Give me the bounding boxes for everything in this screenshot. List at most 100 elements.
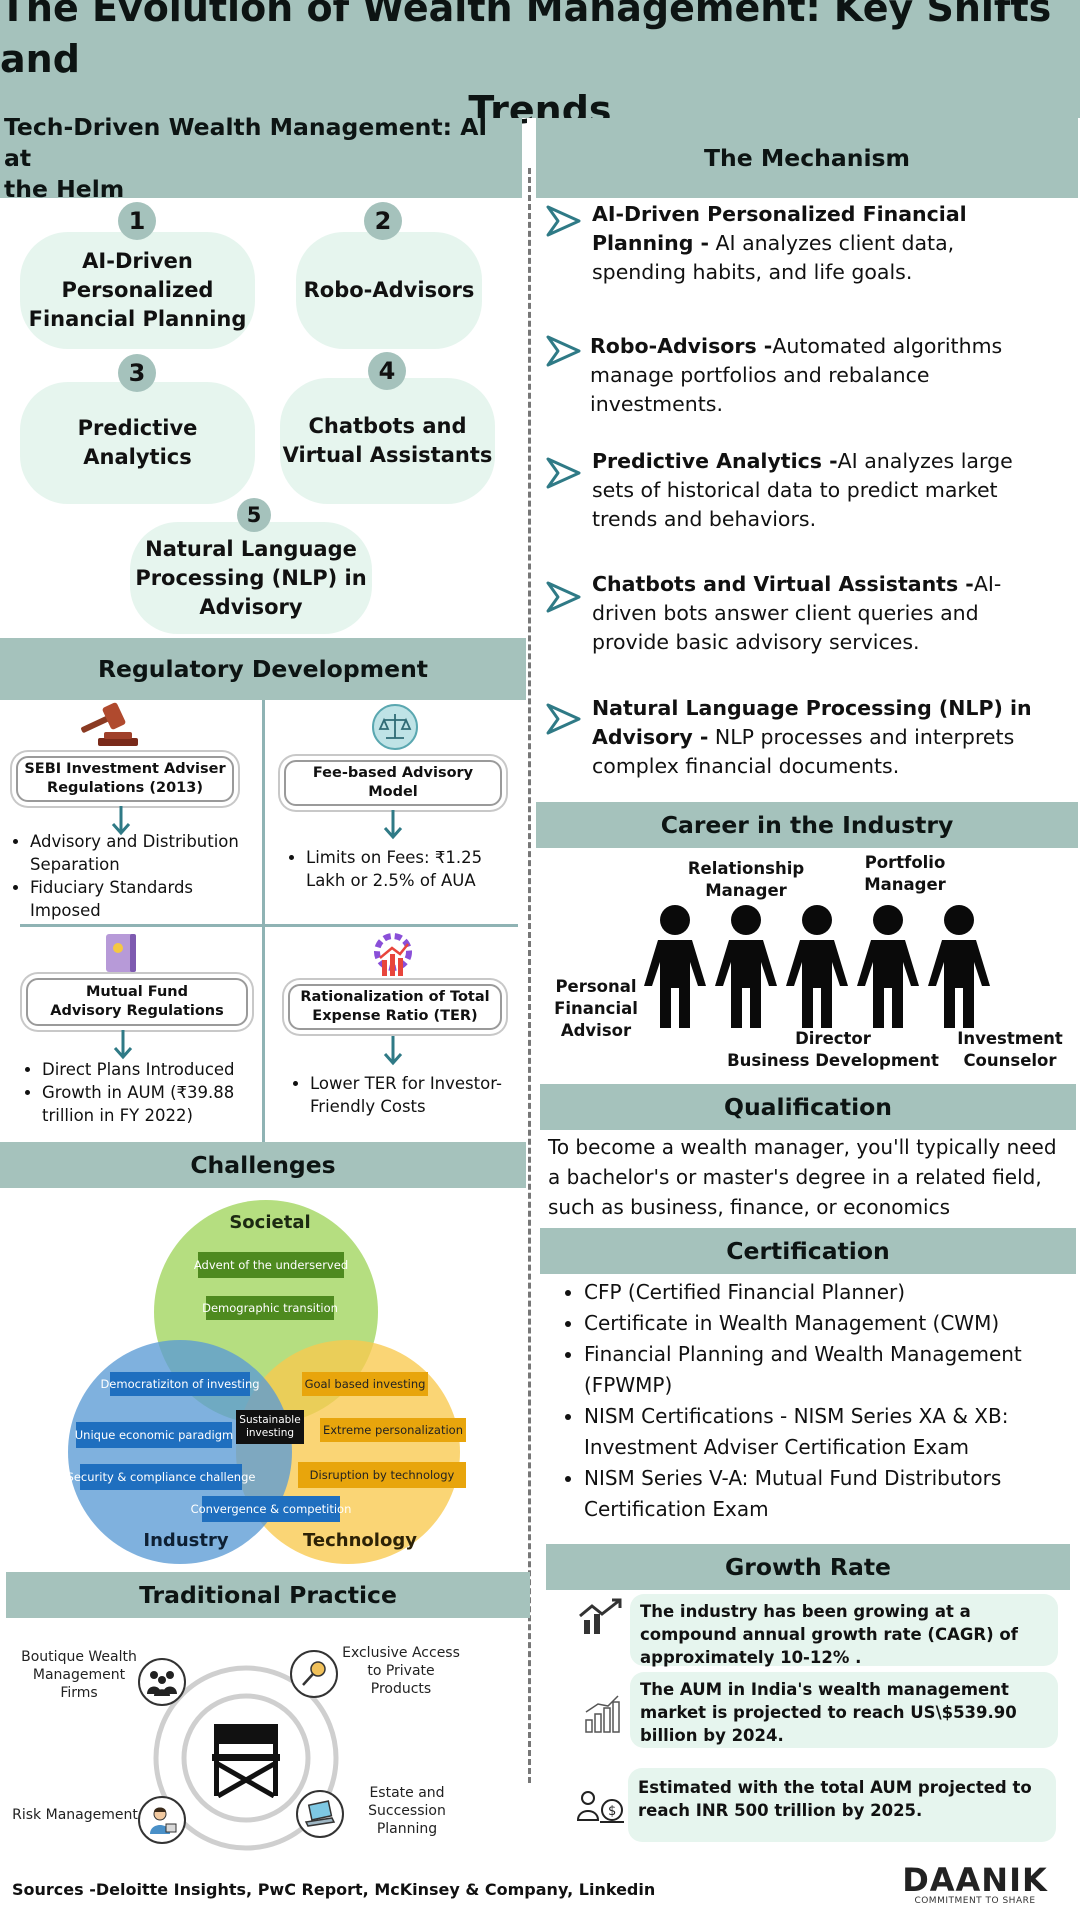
- mechanism-item-2: Robo-Advisors -Automated algorithms mana…: [590, 332, 1050, 419]
- pushpin-icon: [290, 1650, 338, 1698]
- career-label-line: Director: [795, 1029, 871, 1048]
- tech-pill-2: Robo-Advisors: [296, 232, 482, 349]
- group-icon: [138, 1658, 186, 1706]
- tech-pill-3: Predictive Analytics: [20, 382, 255, 504]
- tech-section-header: Tech-Driven Wealth Management: AI at the…: [0, 113, 522, 203]
- venn-center-line: investing: [245, 1427, 295, 1439]
- traditional-label-line: Firms: [60, 1685, 98, 1701]
- center-divider-top: [527, 118, 535, 158]
- traditional-label-line: Boutique Wealth: [21, 1649, 137, 1665]
- career-label-line: Investment: [957, 1029, 1063, 1048]
- traditional-label-line: Management: [32, 1667, 126, 1683]
- challenges-header: Challenges: [0, 1142, 526, 1188]
- certification-item: CFP (Certified Financial Planner): [584, 1277, 1072, 1308]
- certification-item: Certificate in Wealth Management (CWM): [584, 1308, 1072, 1339]
- regulatory-box-line: Model: [368, 784, 418, 800]
- regulatory-box-ter: Rationalization of Total Expense Ratio (…: [288, 984, 502, 1030]
- people-icons: [644, 905, 990, 1028]
- regulatory-bullets-mutual: Direct Plans Introduced Growth in AUM (₹…: [22, 1058, 256, 1127]
- footer-sources: Sources -Deloitte Insights, PwC Report, …: [12, 1880, 656, 1899]
- venn-center-line: Sustainable: [239, 1414, 301, 1426]
- svg-text:$: $: [608, 1804, 616, 1819]
- regulatory-vertical-divider: [262, 700, 265, 1142]
- qualification-header: Qualification: [540, 1084, 1076, 1130]
- chevron-right-icon: [546, 703, 581, 735]
- career-label-director: Director Business Development: [718, 1028, 948, 1072]
- certification-header: Certification: [540, 1228, 1076, 1274]
- regulatory-box-fee: Fee-based Advisory Model: [284, 760, 502, 806]
- tech-number-5: 5: [237, 498, 271, 532]
- venn-tag-tech-2: Extreme personalization: [320, 1418, 466, 1442]
- chart-trend-icon: [579, 1598, 622, 1634]
- advisor-icon: [138, 1796, 186, 1844]
- traditional-label-line: to Private: [367, 1663, 435, 1679]
- tech-pill-1: AI-Driven Personalized Financial Plannin…: [20, 232, 255, 349]
- chevron-right-icon: [546, 335, 581, 367]
- arrow-down-icon: [111, 806, 131, 836]
- tech-pill-5-line: Advisory: [199, 594, 303, 619]
- traditional-label-line: Succession: [368, 1803, 446, 1819]
- person-icon: [928, 905, 990, 1028]
- tech-number-4: 4: [368, 352, 406, 390]
- page-title-line1: The Evolution of Wealth Management: Key …: [0, 0, 1052, 81]
- regulatory-bullet: Limits on Fees: ₹1.25 Lakh or 2.5% of AU…: [306, 846, 506, 892]
- tech-pill-2-line: Robo-Advisors: [303, 278, 475, 302]
- venn-tag-tech-1: Goal based investing: [302, 1372, 428, 1396]
- tech-number-3: 3: [118, 354, 156, 392]
- mechanism-item-5: Natural Language Processing (NLP) in Adv…: [592, 694, 1052, 781]
- career-label-investment: Investment Counselor: [950, 1028, 1070, 1072]
- regulatory-box-line: SEBI Investment Adviser: [24, 761, 226, 777]
- career-label-portfolio: Portfolio Manager: [835, 852, 975, 896]
- mechanism-item-5-title: Natural Language Processing (NLP) in Adv…: [592, 696, 1032, 749]
- chevron-right-icon: [546, 457, 581, 489]
- chevron-right-icon: [546, 581, 581, 613]
- arrow-down-icon: [383, 810, 403, 840]
- venn-label-technology: Technology: [303, 1530, 417, 1551]
- person-icon: [857, 905, 919, 1028]
- mechanism-item-3-title: Predictive Analytics -: [592, 449, 838, 473]
- growth-item-1: The industry has been growing at a compo…: [630, 1594, 1058, 1667]
- traditional-label-line: Estate and: [369, 1785, 445, 1801]
- traditional-label-exclusive: Exclusive Access to Private Products: [336, 1644, 466, 1698]
- mechanism-item-3-text: AI analyzes large sets of historical dat…: [592, 449, 1013, 531]
- certification-item: NISM Certifications - NISM Series XA & X…: [584, 1401, 1072, 1463]
- career-label-line: Personal: [555, 977, 637, 996]
- gear-chart-icon: [374, 933, 412, 976]
- brand-tagline: COMMITMENT TO SHARE: [914, 1896, 1036, 1906]
- certification-item: NISM Series V-A: Mutual Fund Distributor…: [584, 1463, 1072, 1525]
- tech-title-line1: Tech-Driven Wealth Management: AI at: [4, 112, 488, 172]
- directors-chair-icon: [212, 1724, 280, 1798]
- career-label-line: Manager: [864, 875, 946, 894]
- traditional-header: Traditional Practice: [6, 1572, 530, 1618]
- career-label-line: Business Development: [727, 1051, 939, 1070]
- money-person-icon: $: [576, 1791, 624, 1823]
- chevron-right-icon: [546, 205, 581, 237]
- venn-tag-industry-1: Democratiziton of investing: [100, 1372, 260, 1396]
- mechanism-item-4-title: Chatbots and Virtual Assistants -: [592, 572, 974, 596]
- regulatory-box-line: Mutual Fund: [85, 984, 189, 1000]
- growth-item-2: The AUM in India's wealth management mar…: [630, 1672, 1058, 1748]
- venn-tag-industry-3: Security & compliance challenge: [67, 1464, 255, 1490]
- regulatory-bullet: Advisory and Distribution Separation: [30, 830, 250, 876]
- venn-tag-societal-2: Demographic transition: [202, 1296, 338, 1320]
- regulatory-box-line: Regulations (2013): [47, 780, 203, 796]
- career-label-line: Relationship: [687, 859, 805, 878]
- mechanism-item-2-title: Robo-Advisors -: [590, 334, 773, 358]
- mechanism-item-2-text: Automated algorithms manage portfolios a…: [590, 334, 1003, 416]
- arrow-down-icon: [113, 1030, 133, 1060]
- traditional-label-line: Exclusive Access: [342, 1645, 460, 1661]
- regulatory-bullets-sebi: Advisory and Distribution Separation Fid…: [10, 830, 250, 922]
- arrow-down-icon: [383, 1036, 403, 1066]
- regulatory-bullet: Fiduciary Standards Imposed: [30, 876, 250, 922]
- mechanism-item-1-title: AI-Driven Personalized Financial Plannin…: [592, 202, 967, 255]
- traditional-label-line: Products: [370, 1681, 432, 1697]
- person-icon: [786, 905, 848, 1028]
- traditional-label-boutique: Boutique Wealth Management Firms: [14, 1648, 144, 1702]
- venn-tag-industry-2: Unique economic paradigm: [75, 1422, 233, 1448]
- venn-label-societal: Societal: [229, 1212, 311, 1233]
- growth-header: Growth Rate: [546, 1544, 1070, 1590]
- mechanism-header: The Mechanism: [536, 118, 1078, 198]
- center-divider: [528, 168, 531, 1783]
- regulatory-header: Regulatory Development: [0, 638, 526, 700]
- career-label-line: Portfolio: [864, 853, 946, 872]
